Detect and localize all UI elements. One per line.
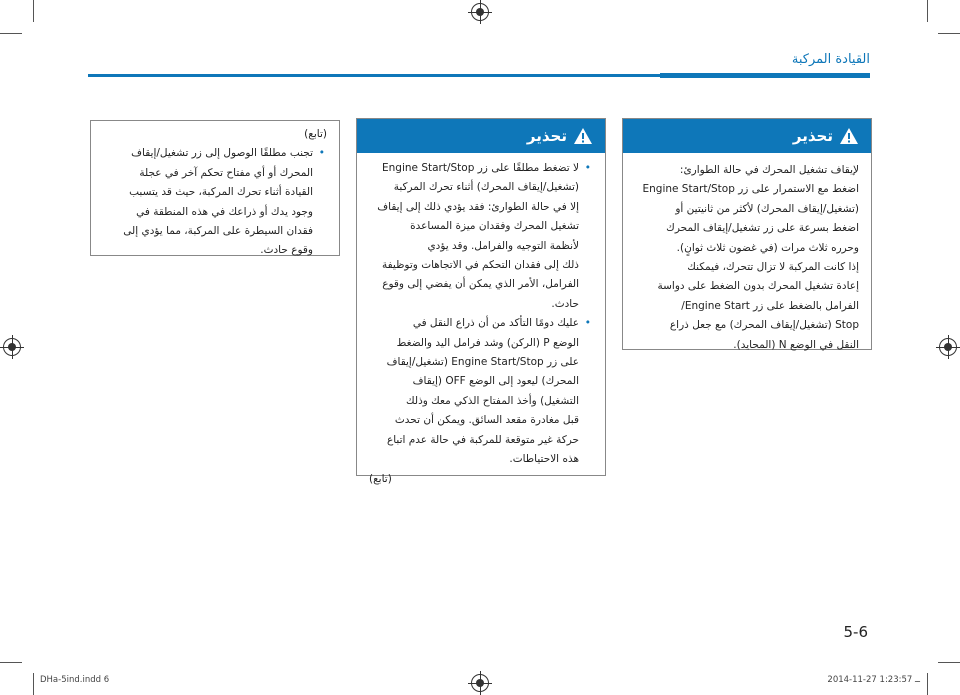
text-line: المحرك أو أي مفتاح تحكم آخر في عجلة: [139, 166, 313, 179]
text-line: وحرره ثلاث مرات (في غضون ثلاث ثوانٍ).: [676, 241, 859, 254]
footer-timestamp: 2014-11-27 ــ 1:23:57: [827, 675, 920, 685]
warning-body: لا تضغط مطلقًا على زر Engine Start/Stop …: [357, 153, 605, 497]
warning-box-middle: تحذير لا تضغط مطلقًا على زر Engine Start…: [356, 118, 606, 485]
text-line: إعادة تشغيل المحرك بدون الضغط على دواسة: [657, 280, 859, 293]
text-line: لإيقاف تشغيل المحرك في حالة الطوارئ:: [679, 164, 859, 176]
text-line: ذلك إلى فقدان التحكم في الاتجاهات وتوظيف…: [381, 259, 579, 272]
warning-body: لإيقاف تشغيل المحرك في حالة الطوارئ: اضغ…: [623, 153, 871, 363]
registration-mark-icon: [468, 671, 492, 695]
warning-icon: [840, 128, 858, 144]
text-line: الفرامل بالضغط على زر Engine Start/: [681, 299, 859, 312]
continued-label: (تابع): [304, 128, 327, 140]
warning-box-right: تحذير لإيقاف تشغيل المحرك في حالة الطوار…: [622, 118, 872, 351]
text-line: إلا في حالة الطوارئ: فقد يؤدي ذلك إلى إي…: [377, 200, 579, 213]
registration-mark-icon: [0, 335, 24, 359]
text-line: Stop (تشغيل/إيقاف المحرك) مع جعل ذراع: [669, 319, 859, 332]
text-line: تشغيل المحرك وفقدان ميزة المساعدة: [410, 220, 579, 233]
text-line: الوضع P (الركن) وشد فرامل اليد والضغط: [396, 336, 579, 349]
text-line: اضغط مع الاستمرار على زر Engine Start/St…: [642, 183, 859, 196]
text-line: حادث.: [551, 297, 579, 310]
bullet-item: تجنب مطلقًا الوصول إلى زر تشغيل/إيقاف ال…: [103, 144, 325, 260]
crop-mark: [33, 0, 34, 22]
crop-mark: [0, 33, 22, 34]
text-line: وجود يدك أو ذراعك في هذه المنطقة في: [136, 205, 313, 218]
section-title: القيادة المركبة: [791, 52, 870, 67]
warning-header: تحذير: [623, 119, 871, 153]
text-line: المحرك) ليعود إلى الوضع OFF (إيقاف: [412, 375, 579, 388]
text-line: (تشغيل/إيقاف المحرك) أثناء تحرك المركبة: [393, 181, 579, 194]
bullet-item: لا تضغط مطلقًا على زر Engine Start/Stop …: [369, 159, 591, 314]
registration-mark-icon: [468, 0, 492, 24]
text-line: فقدان السيطرة على المركبة، مما يؤدي إلى: [123, 225, 313, 238]
text-line: عليك دومًا التأكد من أن ذراع النقل في: [412, 317, 579, 330]
text-line: وقوع حادث.: [260, 244, 313, 257]
warning-body: (تابع) تجنب مطلقًا الوصول إلى زر تشغيل/إ…: [91, 121, 339, 269]
text-line: (تشغيل/إيقاف المحرك) لأكثر من ثانيتين أو: [675, 202, 859, 215]
crop-mark: [33, 673, 34, 695]
text-line: اضغط بسرعة على زر تشغيل/إيقاف المحرك: [666, 222, 859, 235]
text-line: الفرامل، الأمر الذي يمكن أن يفضي إلى وقو…: [382, 278, 579, 291]
crop-mark: [0, 662, 22, 663]
registration-mark-icon: [936, 335, 960, 359]
text-line: القيادة أثناء تحرك المركبة، حيث قد يتسبب: [129, 186, 313, 199]
text-line: إذا كانت المركبة لا تزال تتحرك، فيمكنك: [687, 261, 859, 274]
text-line: النقل في الوضع N (المحايد).: [733, 338, 859, 351]
text-line: حركة غير متوقعة للمركبة في حالة عدم اتبا…: [386, 433, 579, 446]
text-line: هذه الاحتياطات.: [509, 453, 579, 466]
crop-mark: [938, 33, 960, 34]
crop-mark: [927, 673, 928, 695]
text-line: على زر Engine Start/Stop (تشغيل/إيقاف: [386, 356, 579, 369]
page-number: 5-6: [843, 623, 869, 641]
crop-mark: [938, 662, 960, 663]
warning-header: تحذير: [357, 119, 605, 153]
text-line: لا تضغط مطلقًا على زر Engine Start/Stop: [382, 162, 579, 174]
warning-icon: [574, 128, 592, 144]
text-line: لأنظمة التوجيه والفرامل. وقد يؤدي: [427, 239, 579, 252]
bullet-item: عليك دومًا التأكد من أن ذراع النقل في ال…: [369, 314, 591, 469]
warning-label: تحذير: [792, 127, 833, 145]
continued-label: (تابع): [369, 472, 392, 485]
warning-box-left: (تابع) تجنب مطلقًا الوصول إلى زر تشغيل/إ…: [90, 120, 340, 256]
text-line: قبل مغادرة مقعد السائق. ويمكن أن تحدث: [394, 414, 579, 427]
warning-label: تحذير: [526, 127, 567, 145]
footer-file: DHa-5ind.indd 6: [40, 675, 110, 685]
section-rule: [88, 73, 870, 78]
text-line: تجنب مطلقًا الوصول إلى زر تشغيل/إيقاف: [131, 147, 313, 160]
crop-mark: [927, 0, 928, 22]
text-line: التشغيل) وأخذ المفتاح الذكي معك وذلك: [406, 394, 579, 407]
